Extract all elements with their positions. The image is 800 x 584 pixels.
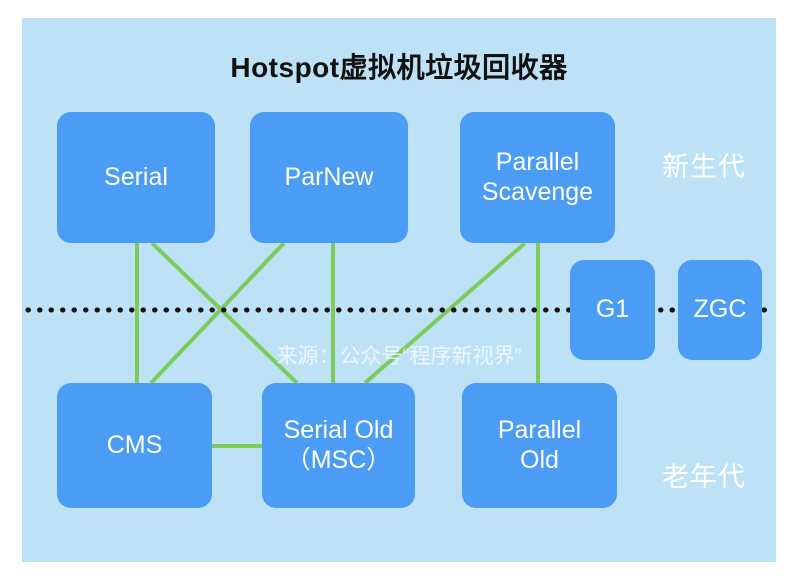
node-serial[interactable]: Serial [57, 112, 215, 243]
node-cms[interactable]: CMS [57, 383, 212, 508]
connector-layer [25, 241, 773, 448]
edge-ps-serialold [363, 241, 527, 385]
node-cms-label: CMS [106, 430, 163, 459]
node-parnew-label: ParNew [284, 162, 374, 191]
label-old-generation: 老年代 [662, 462, 746, 492]
node-parnew[interactable]: ParNew [250, 112, 408, 243]
label-young-generation: 新生代 [662, 152, 746, 182]
edge-parnew-cms [149, 241, 286, 385]
node-parallel-scavenge-label: Parallel Scavenge [481, 148, 594, 206]
node-serial-old[interactable]: Serial Old （MSC） [262, 383, 415, 508]
page-title: Hotspot虚拟机垃圾回收器 [230, 52, 568, 83]
node-parallel-scavenge[interactable]: Parallel Scavenge [460, 112, 615, 243]
node-g1[interactable]: G1 [570, 260, 655, 360]
node-serial-old-label: Serial Old （MSC） [283, 416, 394, 474]
node-parallel-old-label: Parallel Old [497, 416, 582, 474]
diagram-board: Hotspot虚拟机垃圾回收器 Serial ParNew Parallel S… [22, 18, 776, 562]
node-g1-label: G1 [595, 295, 630, 324]
node-zgc-label: ZGC [693, 295, 747, 324]
node-serial-label: Serial [104, 162, 168, 191]
node-parallel-old[interactable]: Parallel Old [462, 383, 617, 508]
node-zgc[interactable]: ZGC [678, 260, 762, 360]
edge-serial-serialold [150, 241, 299, 385]
